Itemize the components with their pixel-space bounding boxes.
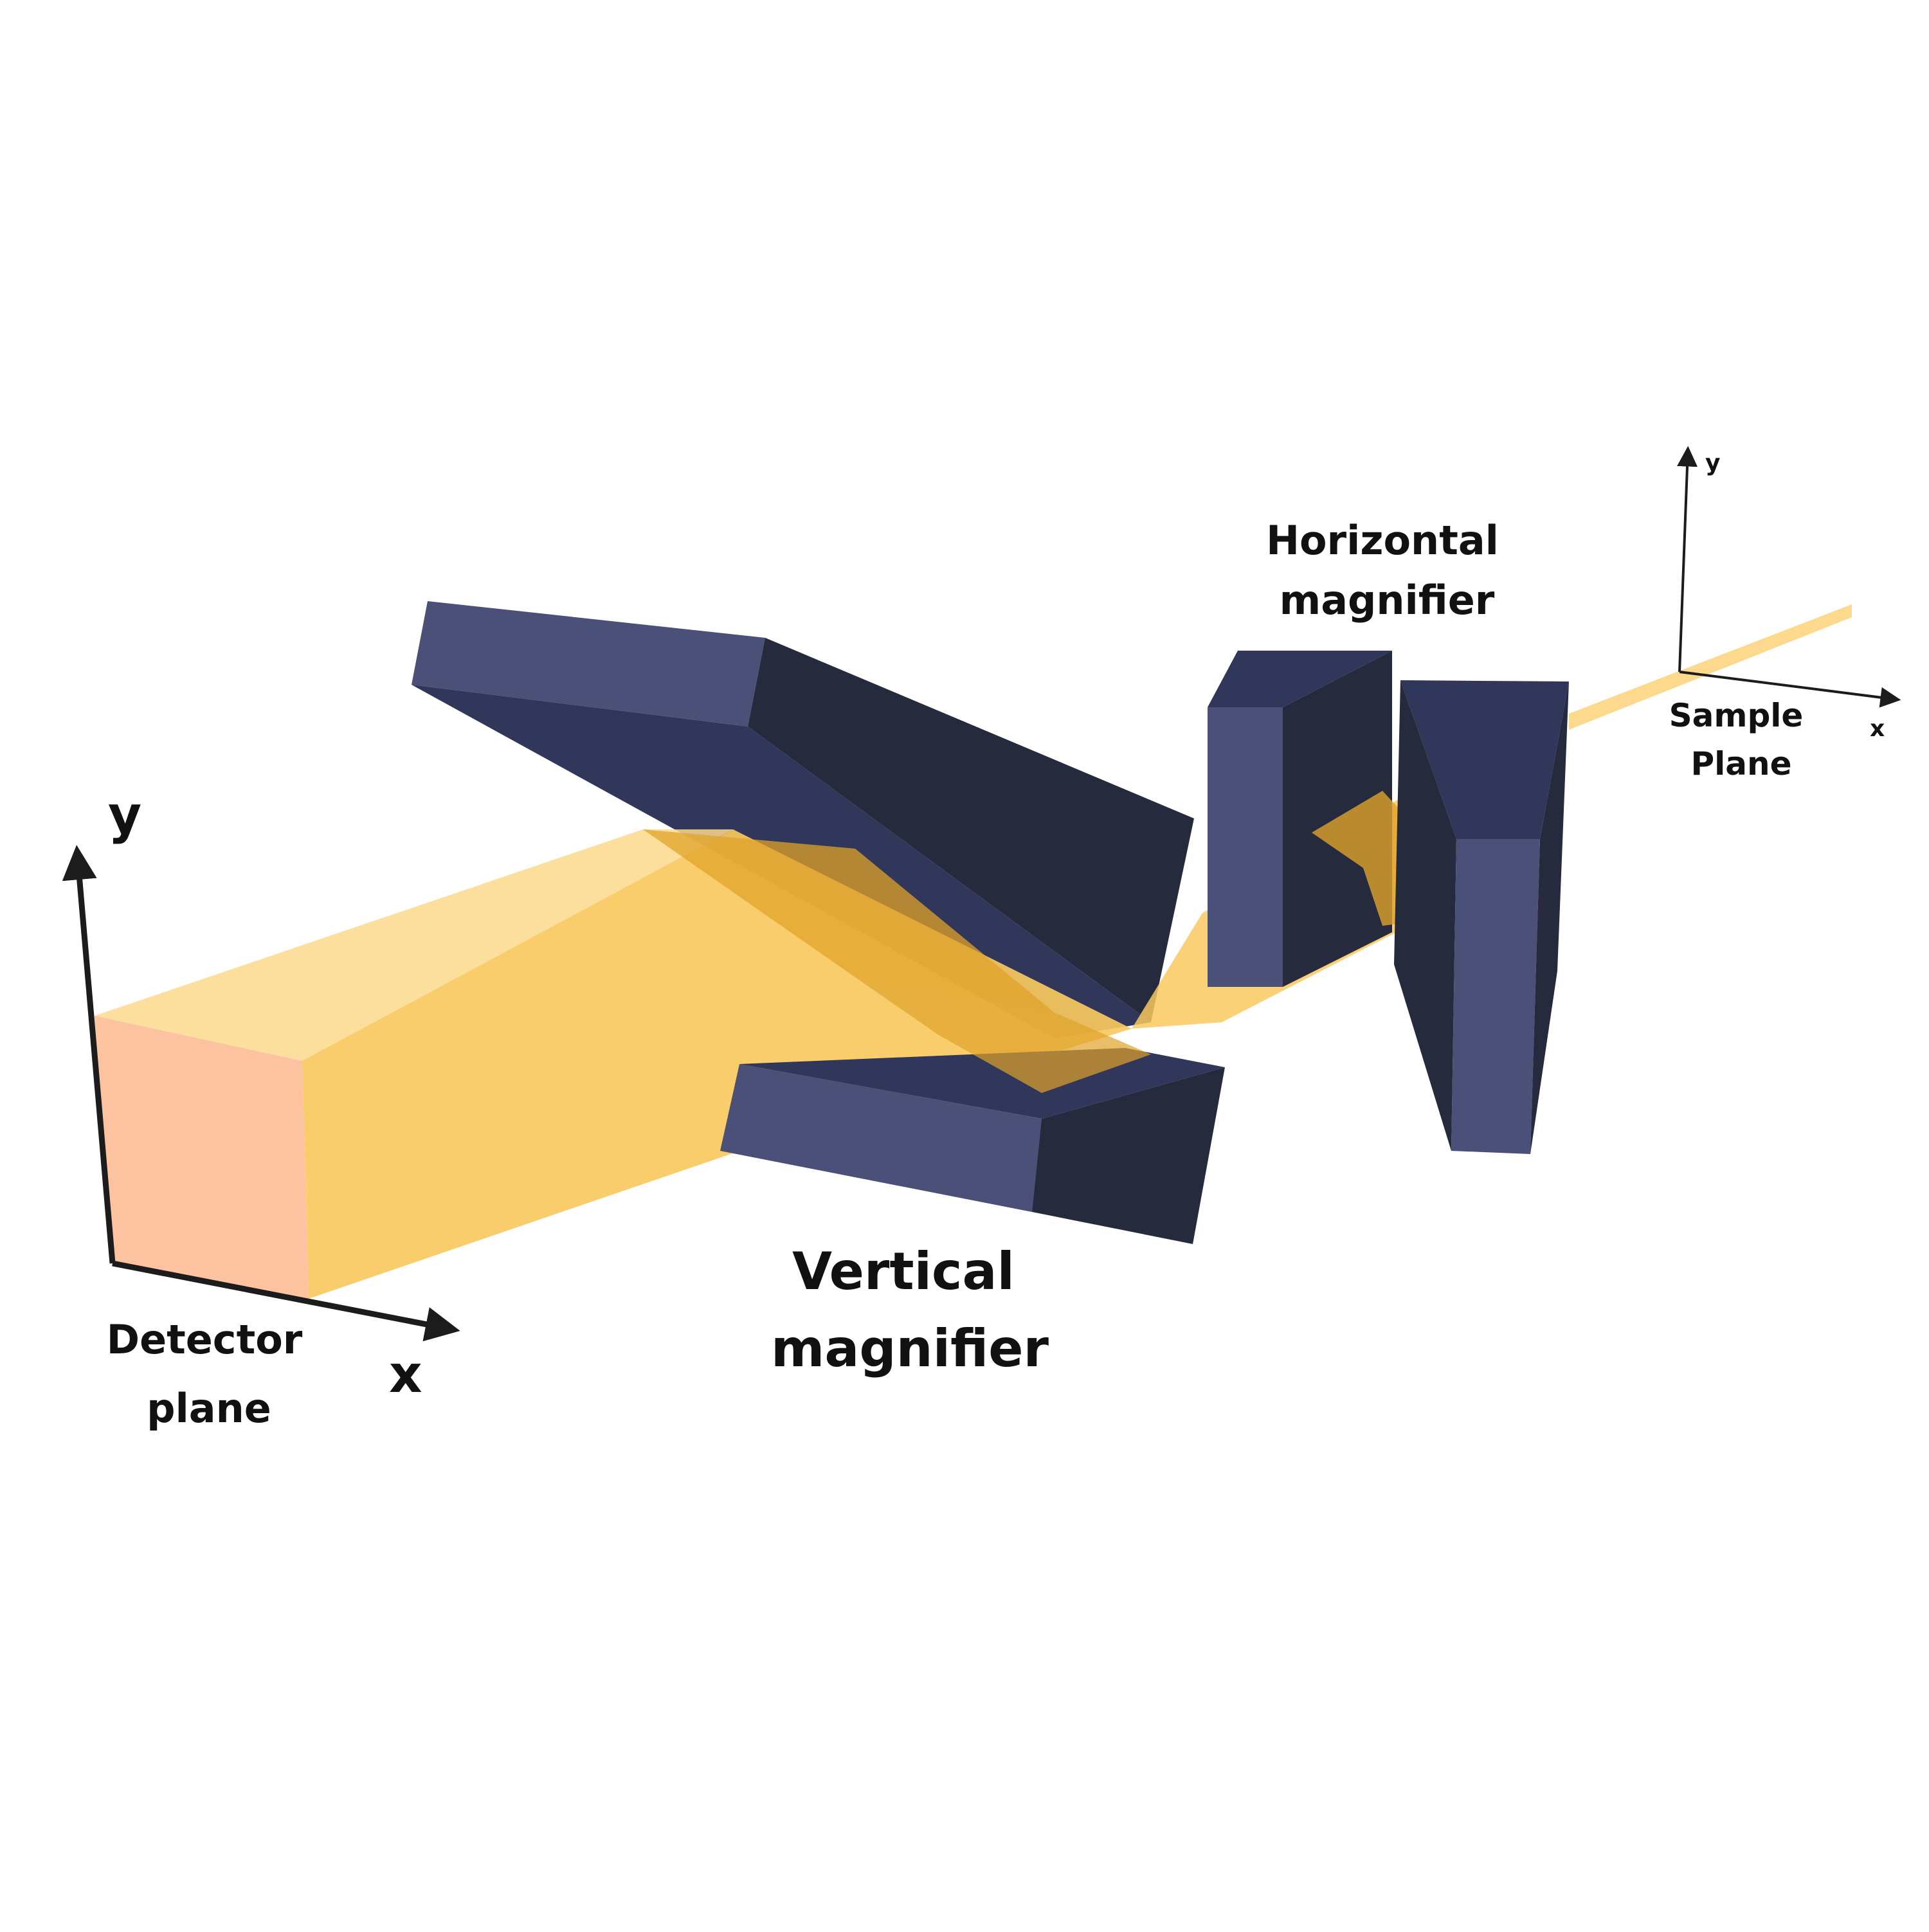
lower-mirror-front-face-2 — [720, 1064, 1042, 1212]
labels: Detector plane Vertical magnifier Horizo… — [107, 517, 1804, 1432]
detector-plane-label-line2: plane — [147, 1385, 271, 1432]
h-mirror-left-top — [1208, 651, 1392, 707]
sample-plane-label-line1: Sample — [1669, 697, 1804, 734]
beam-reflection-upper — [643, 829, 1055, 1013]
h-mirror-right — [1394, 680, 1569, 1154]
detector-x-label: x — [389, 1344, 422, 1404]
incoming-beam — [1569, 604, 1852, 730]
h-mirror-right-side — [1530, 682, 1569, 1154]
beam-top-face — [95, 829, 733, 1061]
vertical-magnifier-label-line1: Vertical — [792, 1241, 1015, 1301]
sample-y-axis — [1677, 446, 1698, 673]
h-mirror-left-front — [1208, 707, 1283, 987]
horizontal-magnifier-label-line1: Horizontal — [1266, 517, 1499, 564]
vertical-magnifier-label-line2: magnifier — [771, 1319, 1049, 1378]
sample-x-axis — [1679, 671, 1901, 708]
upper-mirror-top-face — [412, 601, 765, 727]
detector-x-axis — [112, 1260, 460, 1342]
h-mirror-right-top — [1400, 680, 1569, 839]
sample-axes: y x — [1677, 446, 1901, 742]
detector-y-axis — [62, 845, 116, 1264]
beam-end-face — [95, 1016, 309, 1299]
h-mirror-right-inner — [1394, 680, 1456, 1151]
horizontal-magnifier-label-line2: magnifier — [1280, 577, 1495, 624]
detector-axes: y x — [62, 785, 460, 1404]
h-mirror-right-front — [1451, 839, 1540, 1154]
detector-plane-label-line1: Detector — [107, 1316, 303, 1363]
upper-mirror-side-face — [748, 638, 1194, 1022]
lower-mirror-side-face — [1032, 1067, 1225, 1244]
sample-x-label: x — [1870, 716, 1885, 742]
sample-plane-label-line2: Plane — [1690, 745, 1791, 782]
beam-reflection-lower — [855, 977, 1151, 1093]
sample-y-label: y — [1705, 450, 1720, 476]
lower-mirror — [720, 1048, 1225, 1244]
detector-y-label: y — [108, 785, 141, 845]
